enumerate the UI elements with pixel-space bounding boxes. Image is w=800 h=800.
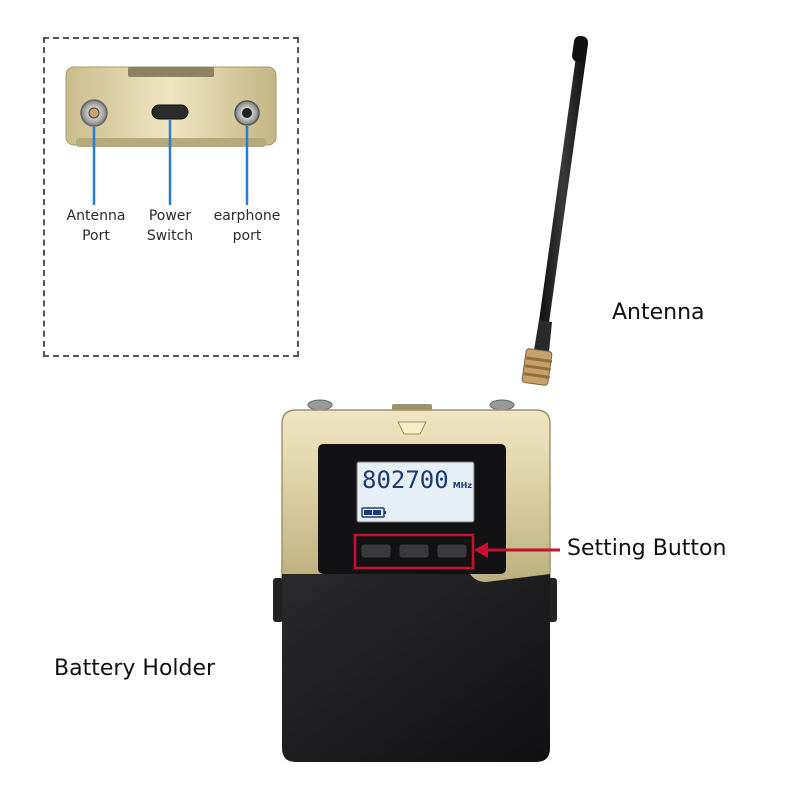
setting-button-left — [360, 543, 392, 559]
device-body — [273, 399, 560, 762]
battery-holder — [282, 574, 550, 762]
callout-setting-button: Setting Button — [567, 536, 727, 561]
callout-antenna: Antenna — [612, 300, 705, 325]
lcd-readout: 802700 MHz — [362, 466, 472, 494]
setting-button-middle — [398, 543, 430, 559]
label-antenna-port: Antenna Port — [66, 208, 126, 244]
lcd-unit: MHz — [452, 481, 473, 490]
inset-power-switch-icon — [151, 104, 189, 120]
setting-button-highlight-box — [353, 533, 475, 570]
setting-button-right — [436, 543, 468, 559]
label-power-switch: Power Switch — [146, 208, 194, 244]
inset-port-detail-box — [43, 37, 299, 357]
inset-device-top — [65, 66, 277, 205]
lcd-frequency: 802700 — [362, 466, 449, 494]
lcd-screen — [356, 461, 475, 523]
inset-top-tab — [128, 67, 214, 77]
label-earphone-port: earphone port — [213, 208, 281, 244]
callout-battery-holder: Battery Holder — [54, 656, 216, 681]
antenna-graphic — [521, 35, 588, 386]
